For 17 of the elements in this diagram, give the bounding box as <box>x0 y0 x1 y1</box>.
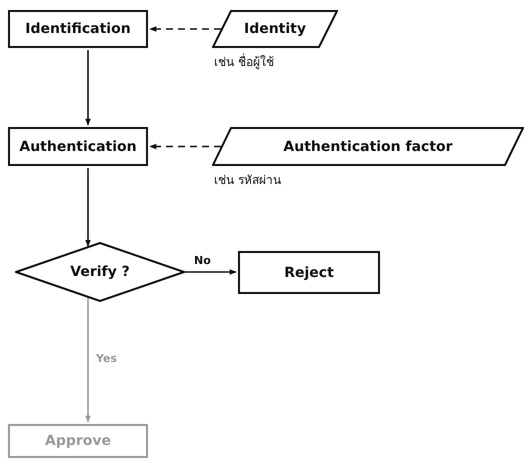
edge-label: Yes <box>94 352 119 365</box>
arrow <box>149 144 221 150</box>
process-box: Identification <box>8 10 148 48</box>
process-box: Authentication <box>8 127 148 166</box>
box-label: Authentication factor <box>283 138 453 154</box>
arrow <box>149 26 221 32</box>
process-box: Approve <box>8 424 148 458</box>
example-note: เช่น ชื่อผู้ใช้ <box>214 52 274 71</box>
process-box: Reject <box>238 251 380 294</box>
box-label: Identity <box>244 21 306 37</box>
box-label: Verify ? <box>70 264 130 280</box>
arrow <box>85 50 91 126</box>
arrow <box>85 168 91 247</box>
arrow <box>85 298 91 423</box>
arrow <box>185 269 237 275</box>
edge-label: No <box>192 254 213 267</box>
example-note: เช่น รหัสผ่าน <box>214 172 281 189</box>
